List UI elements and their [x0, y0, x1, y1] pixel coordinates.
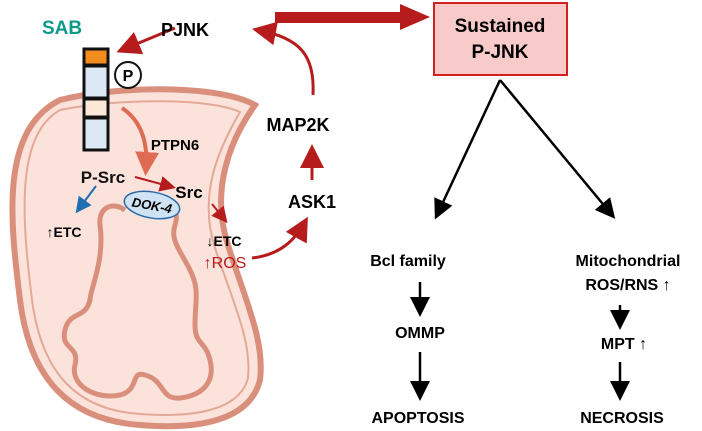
arrow-to-mito: [499, 79, 616, 219]
arrow-to-bcl: [434, 79, 502, 220]
ask1-label: ASK1: [288, 192, 336, 212]
dok4-ellipse: [123, 190, 181, 220]
sab-protein-bar: [82, 47, 110, 152]
big-arrow-head: [400, 4, 430, 30]
ommp-label: OMMP: [395, 325, 445, 342]
map2k-label: MAP2K: [266, 115, 329, 135]
arrow-pjnk-to-sab: [116, 26, 176, 55]
mito-line1: Mitochondrial: [576, 253, 681, 270]
arrow-psrc-to-etc: [75, 185, 97, 214]
big-arrow-shaft: [275, 12, 405, 23]
apoptosis-label: APOPTOSIS: [371, 410, 464, 427]
arrow-src-to-etc: [211, 203, 228, 224]
mpt-label: MPT ↑: [601, 336, 647, 353]
sustained-pjnk-box: [433, 2, 568, 76]
phosphate-circle: [114, 61, 142, 89]
arrow-map2k-to-pjnk: [252, 21, 315, 96]
sustained-line1: Sustained: [455, 16, 546, 37]
cristae: [61, 203, 214, 401]
etc-down-label: ↓ETC: [207, 233, 242, 249]
phosphate-label: P: [123, 68, 134, 85]
ptpn6-label: PTPN6: [151, 137, 199, 154]
arrow-psrc-to-src: [134, 176, 176, 192]
pjnk-label: PJNK: [161, 20, 209, 40]
psrc-label: P-Src: [81, 168, 125, 187]
sustained-line2: P-JNK: [471, 42, 528, 63]
arrow-sab-ptpn6: [120, 106, 160, 176]
arrow-ros-to-ask1: [251, 216, 308, 260]
ros-up-label: ↑ROS: [204, 255, 247, 272]
mitochondrion-inner: [23, 100, 250, 416]
bcl-family-label: Bcl family: [370, 253, 446, 270]
dok4-label: DOK-4: [131, 195, 174, 217]
etc-up-label: ↑ETC: [47, 224, 82, 240]
mito-line2: ROS/RNS ↑: [585, 277, 670, 294]
src-label: Src: [175, 183, 202, 202]
necrosis-label: NECROSIS: [580, 410, 664, 427]
sab-label: SAB: [42, 18, 82, 39]
